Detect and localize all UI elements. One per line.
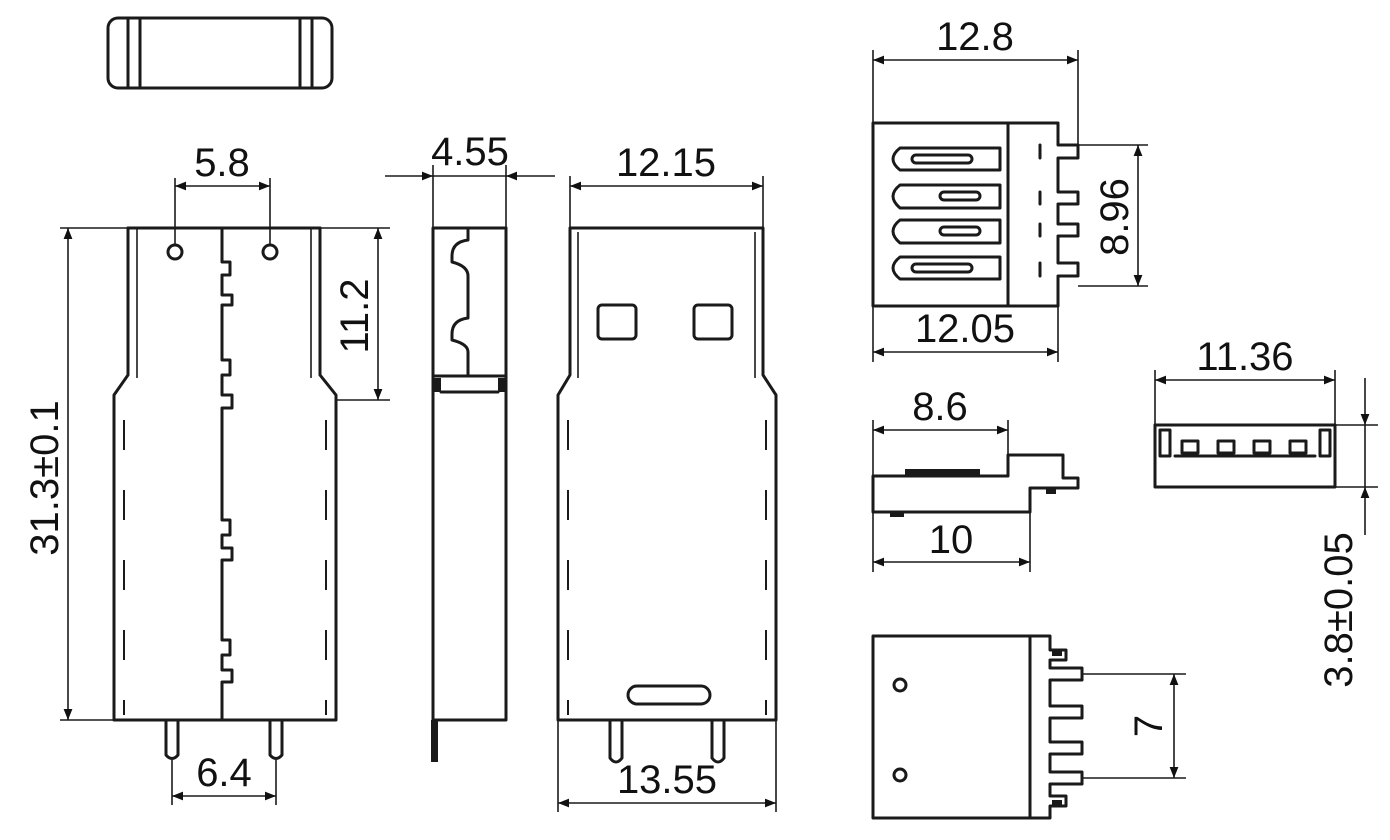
front-view: [112, 226, 338, 760]
dim-end-contact-span: 8.96: [1093, 178, 1137, 256]
profile-view: [871, 453, 1080, 517]
dim-pin-pitch: 7: [1127, 715, 1171, 737]
dim-inner-depth: 11.2: [333, 279, 377, 354]
dim-pin-spacing-front: 6.4: [196, 751, 252, 795]
dim-profile-upper: 8.6: [912, 385, 968, 429]
pin-view: [871, 634, 1084, 820]
end-view: [871, 121, 1080, 308]
dim-bottom-width: 11.36: [1196, 335, 1293, 379]
front-view-dimensions: 5.8 31.3±0.1 11.2 6.4: [23, 141, 390, 805]
dim-total-length: 31.3±0.1: [23, 400, 67, 555]
bottom-view-dimensions: 11.36 3.8±0.05: [1154, 335, 1378, 688]
bottom-view: [1153, 423, 1337, 489]
pin-view-dimensions: 7: [1082, 673, 1186, 779]
dim-bottom-height: 3.8±0.05: [1317, 532, 1361, 687]
dim-shell-width: 12.15: [616, 141, 716, 185]
end-view-dimensions: 12.8 8.96 12.05: [872, 15, 1148, 362]
dim-end-inner: 12.05: [915, 307, 1015, 351]
shell-view-dimensions: 12.15 13.55: [557, 141, 777, 812]
top-cap-view: [106, 16, 334, 90]
dim-top-slot-width: 5.8: [194, 141, 250, 185]
dim-profile-lower: 10: [929, 518, 974, 562]
shell-view: [556, 226, 778, 764]
dim-side-width: 4.55: [431, 130, 509, 174]
side-view-dimensions: 4.55: [385, 130, 555, 228]
side-view: [431, 226, 508, 762]
dim-base-width: 13.55: [617, 758, 717, 802]
dim-end-overall: 12.8: [936, 15, 1014, 59]
profile-view-dimensions: 8.6 10: [872, 385, 1031, 572]
